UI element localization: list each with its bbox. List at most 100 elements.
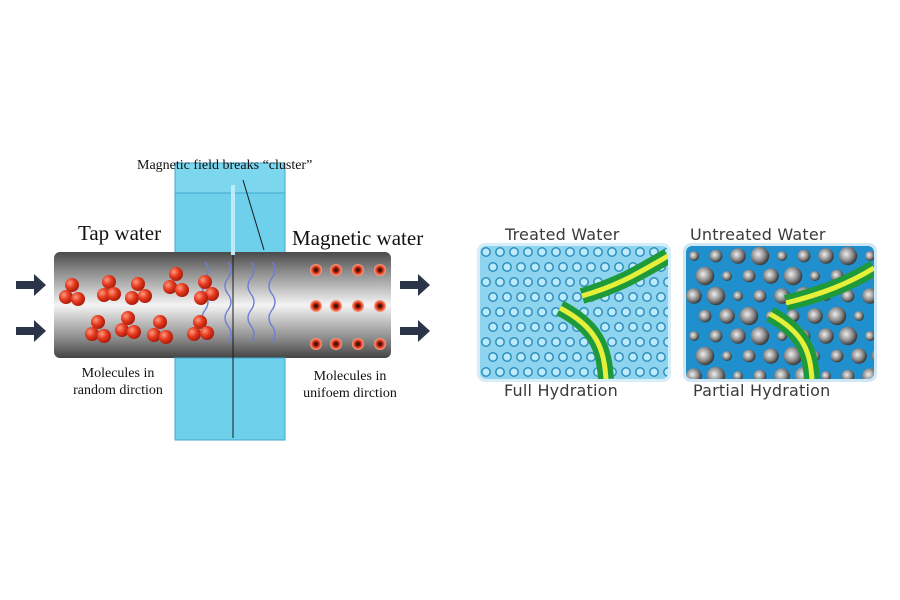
water-molecule-ring — [607, 337, 617, 347]
water-molecule-ring — [642, 322, 652, 332]
random-molecules-line-2: random dirction — [73, 383, 163, 398]
water-molecule-ring — [600, 322, 610, 332]
water-molecule-ring — [586, 262, 596, 272]
water-cluster-blob — [807, 308, 823, 324]
water-molecule-ring — [558, 262, 568, 272]
uniform-molecules-label: Molecules in unifoem dirction — [295, 368, 405, 402]
water-cluster-blob — [827, 306, 847, 326]
treated-water-panel — [477, 243, 679, 382]
flow-arrow-icon — [16, 274, 430, 342]
water-molecule-ring — [572, 352, 582, 362]
water-molecule-ring — [523, 277, 533, 287]
water-cluster-blob — [838, 326, 858, 346]
water-molecule-ring — [537, 247, 547, 257]
magnetic-water-label: Magnetic water — [292, 226, 424, 250]
water-cluster-blob — [777, 251, 787, 261]
water-molecule-ring — [509, 367, 519, 377]
water-molecule-ring — [551, 277, 561, 287]
water-molecule-ring — [516, 322, 526, 332]
water-cluster-blob — [851, 348, 867, 364]
water-molecule-ring — [481, 277, 491, 287]
water-molecule-ring — [656, 292, 666, 302]
water-molecule-ring — [621, 337, 631, 347]
water-molecule-ring — [551, 337, 561, 347]
water-molecule-ring — [537, 337, 547, 347]
uniform-molecules-line-1: Molecules in — [313, 369, 387, 384]
water-molecule-ring — [614, 292, 624, 302]
water-molecule-ring — [523, 367, 533, 377]
water-molecule-ring — [495, 337, 505, 347]
water-cluster-blob — [797, 249, 811, 263]
water-cluster-blob — [763, 268, 779, 284]
water-cluster-blob — [706, 366, 726, 379]
water-cluster-blob — [854, 311, 864, 321]
water-molecule-ring — [530, 262, 540, 272]
water-molecule-ring — [565, 337, 575, 347]
water-molecule-ring — [509, 247, 519, 257]
water-cluster-blob — [706, 286, 726, 306]
water-molecule-ring — [614, 322, 624, 332]
water-molecule-ring — [642, 292, 652, 302]
tap-water-label: Tap water — [78, 221, 162, 245]
water-molecule-ring — [649, 367, 659, 377]
water-cluster-blob — [841, 289, 855, 303]
water-cluster-blob — [818, 248, 834, 264]
untreated-water-panel — [683, 243, 877, 382]
water-molecule-ring — [516, 352, 526, 362]
water-cluster-blob — [763, 348, 779, 364]
water-molecule-ring — [530, 352, 540, 362]
water-cluster-blob — [783, 346, 803, 366]
water-molecule-ring — [614, 352, 624, 362]
water-cluster-blob — [865, 331, 874, 341]
water-cluster-blob — [695, 266, 715, 286]
water-molecule-ring — [663, 307, 668, 317]
random-molecules — [59, 267, 219, 344]
caption-pointer-line — [242, 179, 265, 251]
water-molecule-ring — [523, 247, 533, 257]
water-molecule-ring — [628, 292, 638, 302]
water-molecule-ring — [656, 322, 666, 332]
water-molecule-ring — [502, 262, 512, 272]
water-molecule-ring — [544, 322, 554, 332]
water-cluster-blob — [810, 271, 820, 281]
water-molecule-ring — [488, 262, 498, 272]
water-molecule-ring — [635, 337, 645, 347]
water-molecule-ring — [558, 292, 568, 302]
water-molecule-ring — [621, 247, 631, 257]
magnet-top-strip — [174, 162, 286, 194]
water-molecule-ring — [628, 322, 638, 332]
water-molecule-ring — [572, 262, 582, 272]
water-molecule-ring — [509, 277, 519, 287]
water-cluster-blob — [753, 289, 767, 303]
water-cluster-blob — [733, 291, 743, 301]
water-cluster-blob — [722, 351, 732, 361]
water-molecule-ring — [593, 247, 603, 257]
magnet-block-bottom — [174, 357, 286, 441]
water-cluster-blob — [742, 269, 756, 283]
untreated-water-title: Untreated Water — [690, 225, 826, 244]
water-molecule-ring — [481, 307, 491, 317]
water-molecule-ring — [481, 247, 491, 257]
water-molecule-ring — [544, 292, 554, 302]
water-cluster-blob — [730, 328, 746, 344]
uniform-molecules-line-2: unifoem dirction — [303, 386, 397, 401]
water-molecule-ring — [488, 322, 498, 332]
water-cluster-blob — [733, 371, 743, 379]
water-cluster-blob — [750, 246, 770, 266]
water-molecule-ring — [502, 352, 512, 362]
water-molecule-ring — [621, 307, 631, 317]
water-molecule-ring — [656, 352, 666, 362]
water-molecule-ring — [621, 367, 631, 377]
water-molecule-ring — [671, 353, 679, 361]
water-cluster-blob — [841, 369, 855, 379]
water-molecule-ring — [481, 337, 491, 347]
water-cluster-blob — [686, 288, 702, 304]
water-cluster-blob — [783, 266, 803, 286]
water-molecule-ring — [537, 307, 547, 317]
random-molecules-label: Molecules in random dirction — [68, 365, 168, 399]
water-molecule-ring — [495, 277, 505, 287]
magnetic-field-caption: Magnetic field breaks “cluster” — [137, 158, 313, 173]
water-molecule-ring — [495, 307, 505, 317]
water-cluster-blob — [753, 369, 767, 379]
